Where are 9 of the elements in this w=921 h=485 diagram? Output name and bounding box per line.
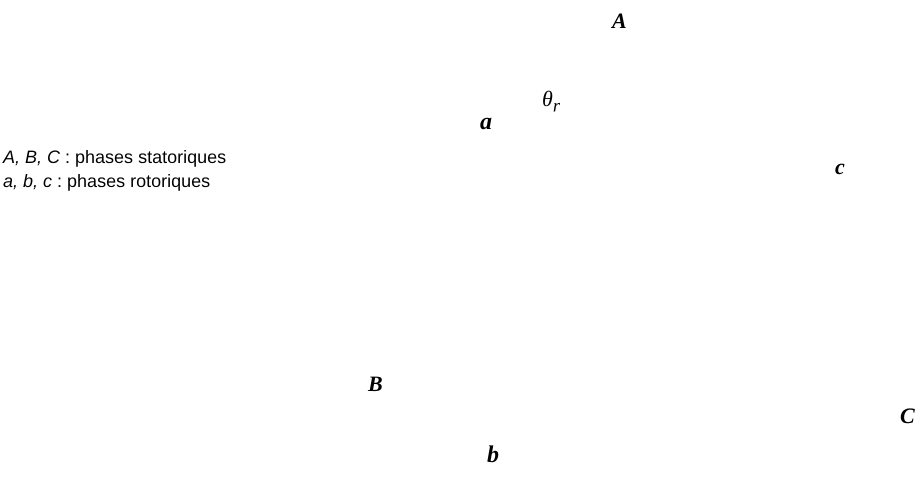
phase-label: A bbox=[612, 10, 627, 32]
phase-label: b bbox=[487, 443, 499, 467]
legend-note: a, b, c : phases rotoriques bbox=[2, 171, 212, 193]
phase-label: c bbox=[835, 156, 845, 178]
phase-label: a bbox=[480, 110, 492, 134]
phase-label: C bbox=[900, 405, 915, 427]
angle-label: θ$_{r}$ bbox=[542, 88, 560, 115]
phase-label: B bbox=[368, 373, 383, 395]
legend-note: A, B, C : phases statoriques bbox=[1, 147, 228, 169]
